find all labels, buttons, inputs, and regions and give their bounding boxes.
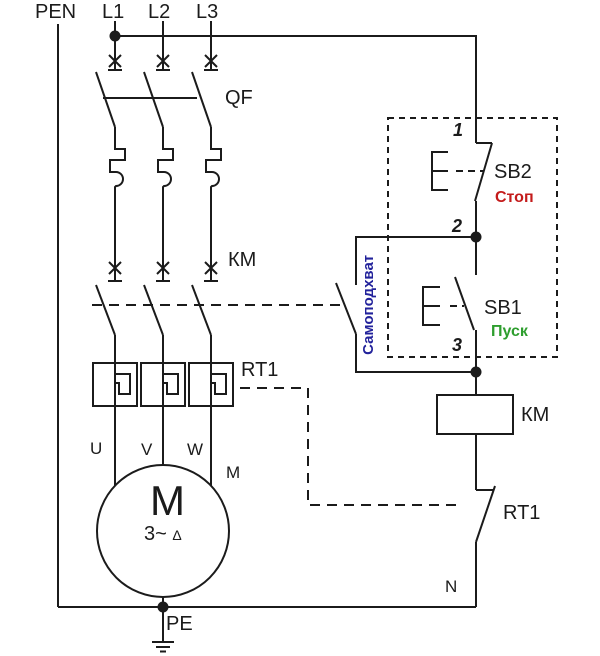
terminal-w-label: W (187, 440, 204, 459)
self-hold-contact-symbol (335, 236, 476, 373)
sb1-caption: Пуск (491, 323, 528, 340)
node-3-label: 3 (452, 335, 463, 355)
km-contacts-label: КМ (228, 249, 257, 271)
l2-label: L2 (148, 1, 171, 23)
junction-dots (109, 30, 482, 613)
ground-icon (152, 607, 174, 653)
junction-dot (109, 30, 121, 42)
rt1-mechanical-link (240, 387, 462, 506)
terminal-u-label: U (90, 439, 103, 458)
motor-delta-icon: Δ (172, 527, 182, 543)
junction-dot (157, 601, 169, 613)
motor-phase-text: 3~ (144, 523, 167, 545)
junction-dot (470, 231, 482, 243)
l3-label: L3 (196, 1, 219, 23)
rt1-label: RT1 (241, 359, 279, 381)
motor-ref-label: M (226, 463, 241, 482)
sb1-label: SB1 (484, 297, 522, 319)
rt1-nc-contact-symbol (475, 485, 496, 607)
terminal-v-label: V (141, 440, 153, 459)
sb2-stop-button-symbol (431, 142, 493, 237)
phase-L3-branch (188, 21, 234, 486)
pen-label: PEN (35, 1, 77, 23)
rt1-contact-label: RT1 (503, 502, 541, 524)
neutral-label: N (445, 577, 458, 596)
km-coil-symbol (436, 372, 514, 490)
km-coil-label: КМ (521, 404, 550, 426)
junction-dot (470, 366, 482, 378)
control-feed-wire (115, 35, 477, 143)
self-hold-label: Самоподхват (360, 254, 378, 355)
sb1-start-button-symbol (422, 237, 477, 372)
motor-phase-label: 3~ Δ (144, 524, 182, 545)
pe-label: PE (166, 613, 193, 635)
motor-m-letter: M (150, 477, 185, 524)
sb2-label: SB2 (494, 161, 532, 183)
phase-L1-branch (92, 21, 138, 486)
node-1-label: 1 (453, 120, 464, 140)
pen-conductor (57, 24, 476, 608)
sb2-caption: Стоп (495, 189, 534, 206)
phase-L2-branch (140, 21, 186, 465)
node-2-label: 2 (452, 216, 463, 236)
qf-label: QF (225, 87, 253, 109)
l1-label: L1 (102, 1, 125, 23)
